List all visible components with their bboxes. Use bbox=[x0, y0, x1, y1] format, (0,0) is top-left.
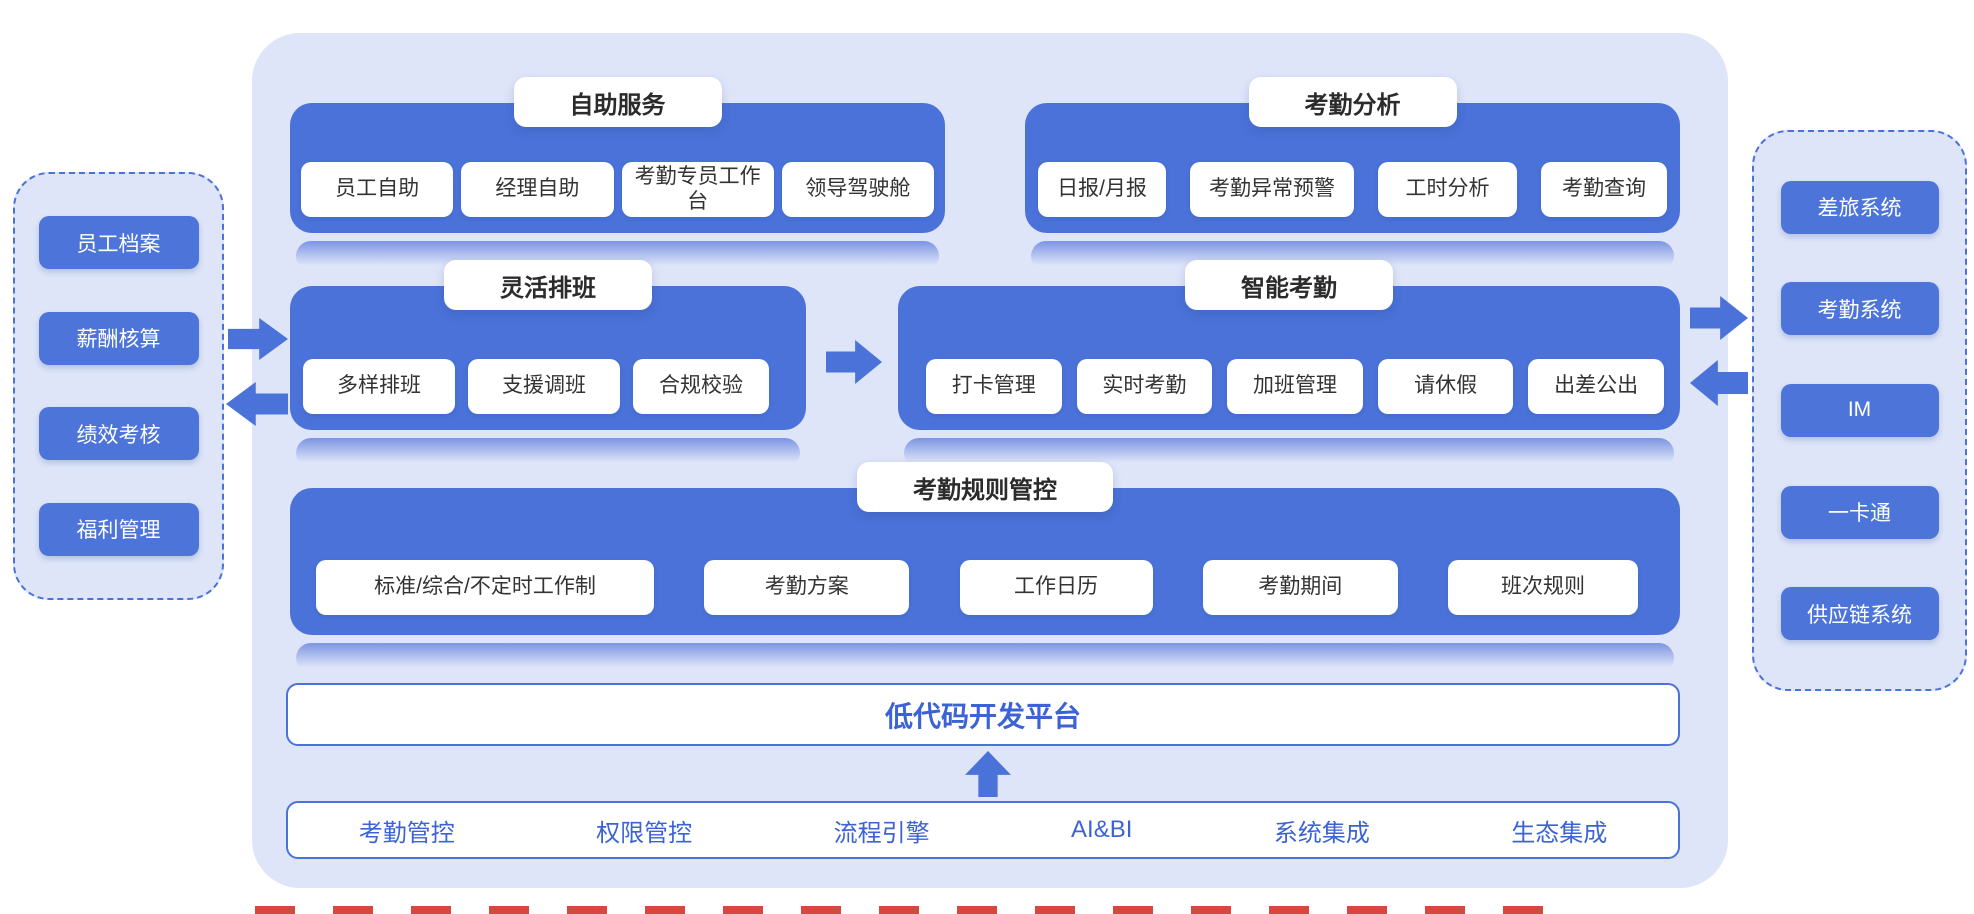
right-panel-item-attendance-system: 考勤系统 bbox=[1780, 282, 1939, 336]
foundation-item-ai-bi: AI&BI bbox=[1071, 816, 1133, 843]
right-panel-item-im: IM bbox=[1780, 383, 1939, 437]
feature-chip-manager-self: 经理自助 bbox=[461, 162, 614, 217]
arrow-right-icon bbox=[826, 340, 882, 384]
foundation-bar: 考勤管控 权限管控 流程引擎 AI&BI 系统集成 生态集成 bbox=[286, 801, 1680, 859]
foundation-item-process-engine: 流程引擎 bbox=[833, 819, 930, 847]
foundation-item-system-integration: 系统集成 bbox=[1273, 819, 1370, 847]
feature-chip-leader-cockpit: 领导驾驶舱 bbox=[781, 162, 934, 217]
module-flexible-scheduling-title: 灵活排班 bbox=[444, 260, 652, 310]
lowcode-platform-bar: 低代码开发平台 bbox=[286, 683, 1680, 746]
feature-chip-leave-request: 请休假 bbox=[1377, 359, 1514, 414]
cropped-bottom-strip bbox=[255, 906, 1555, 914]
feature-chip-business-trip: 出差公出 bbox=[1528, 359, 1664, 414]
feature-chip-attendance-plan: 考勤方案 bbox=[704, 560, 910, 615]
right-panel-item-onecard: 一卡通 bbox=[1780, 485, 1939, 539]
feature-chip-attendance-period: 考勤期间 bbox=[1202, 560, 1398, 615]
feature-chip-workhour-analysis: 工时分析 bbox=[1378, 162, 1517, 217]
lowcode-platform-label: 低代码开发平台 bbox=[884, 700, 1081, 732]
left-panel-item-benefits: 福利管理 bbox=[38, 502, 199, 556]
left-panel-item-employee-archive: 员工档案 bbox=[38, 216, 199, 270]
module-smart-attendance-title: 智能考勤 bbox=[1185, 260, 1393, 310]
foundation-item-eco-integration: 生态集成 bbox=[1511, 819, 1608, 847]
feature-chip-punch-management: 打卡管理 bbox=[926, 359, 1062, 414]
left-external-panel: 员工档案 薪酬核算 绩效考核 福利管理 bbox=[13, 172, 224, 600]
feature-chip-realtime-attendance: 实时考勤 bbox=[1076, 359, 1213, 414]
feature-chip-diverse-scheduling: 多样排班 bbox=[303, 359, 455, 414]
left-panel-item-performance: 绩效考核 bbox=[38, 407, 199, 461]
right-external-panel: 差旅系统 考勤系统 IM 一卡通 供应链系统 bbox=[1752, 130, 1967, 691]
module-self-service: 自助服务 员工自助 经理自助 考勤专员工作台 领导驾驶舱 bbox=[290, 77, 945, 271]
feature-chip-shift-rules: 班次规则 bbox=[1448, 560, 1638, 615]
module-attendance-analysis-title: 考勤分析 bbox=[1248, 77, 1457, 127]
feature-chip-work-calendar: 工作日历 bbox=[959, 560, 1153, 615]
feature-chip-compliance-check: 合规校验 bbox=[633, 359, 769, 414]
arrow-up-icon bbox=[965, 751, 1011, 797]
right-panel-item-supply-chain: 供应链系统 bbox=[1780, 587, 1939, 641]
module-flexible-scheduling: 灵活排班 多样排班 支援调班 合规校验 bbox=[290, 260, 806, 468]
feature-chip-employee-self: 员工自助 bbox=[301, 162, 454, 217]
feature-chip-work-systems: 标准/综合/不定时工作制 bbox=[316, 560, 654, 615]
module-smart-attendance: 智能考勤 打卡管理 实时考勤 加班管理 请休假 出差公出 bbox=[898, 260, 1680, 468]
module-attendance-rules: 考勤规则管控 标准/综合/不定时工作制 考勤方案 工作日历 考勤期间 班次规则 bbox=[290, 462, 1680, 673]
module-attendance-analysis: 考勤分析 日报/月报 考勤异常预警 工时分析 考勤查询 bbox=[1025, 77, 1680, 271]
right-panel-item-travel-system: 差旅系统 bbox=[1780, 180, 1939, 234]
module-attendance-rules-title: 考勤规则管控 bbox=[857, 462, 1113, 512]
feature-chip-specialist-workbench: 考勤专员工作台 bbox=[621, 162, 774, 217]
feature-chip-support-shift: 支援调班 bbox=[468, 359, 620, 414]
feature-chip-anomaly-warning: 考勤异常预警 bbox=[1190, 162, 1354, 217]
foundation-item-attendance-control: 考勤管控 bbox=[358, 819, 455, 847]
feature-chip-attendance-query: 考勤查询 bbox=[1541, 162, 1667, 217]
foundation-item-permission-control: 权限管控 bbox=[596, 819, 693, 847]
main-container: 自助服务 员工自助 经理自助 考勤专员工作台 领导驾驶舱 考勤分析 日报/月报 … bbox=[252, 33, 1728, 888]
feature-chip-overtime-management: 加班管理 bbox=[1227, 359, 1363, 414]
module-self-service-title: 自助服务 bbox=[513, 77, 722, 127]
left-panel-item-payroll: 薪酬核算 bbox=[38, 311, 199, 365]
feature-chip-daily-monthly-report: 日报/月报 bbox=[1038, 162, 1166, 217]
